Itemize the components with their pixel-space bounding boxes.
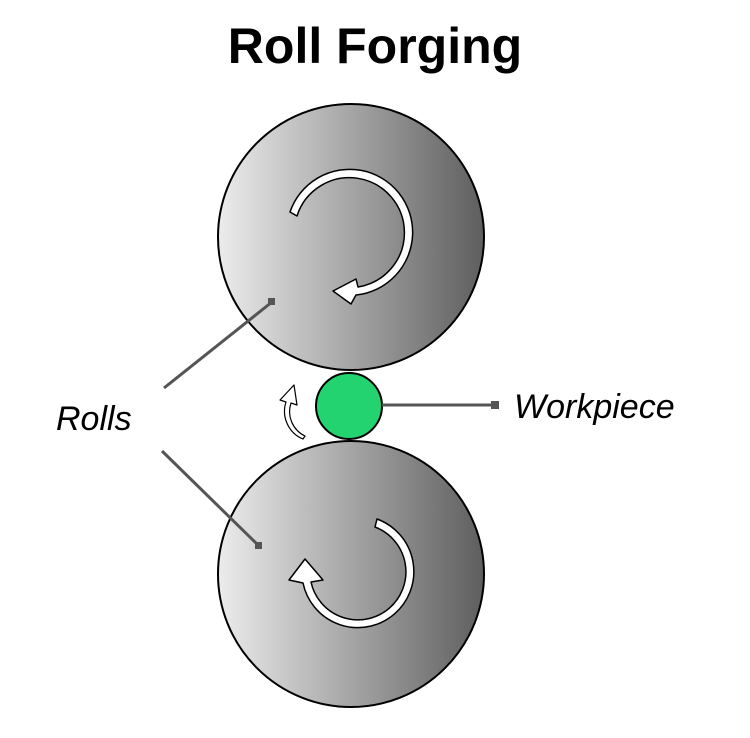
workpiece (315, 372, 383, 440)
bottom-roll-rotation-arrow-icon (288, 518, 415, 629)
top-roll-rotation-arrow-icon (289, 168, 414, 305)
workpiece-leader-line (382, 401, 499, 409)
workpiece-rotation-arrow-icon (279, 384, 306, 440)
diagram-title: Roll Forging (227, 18, 523, 74)
workpiece-label: Workpiece (514, 388, 675, 426)
rolls-leader-lines (160, 298, 275, 549)
rolls-label: Rolls (56, 400, 132, 438)
top-roll (217, 103, 485, 371)
bottom-roll (217, 440, 485, 708)
